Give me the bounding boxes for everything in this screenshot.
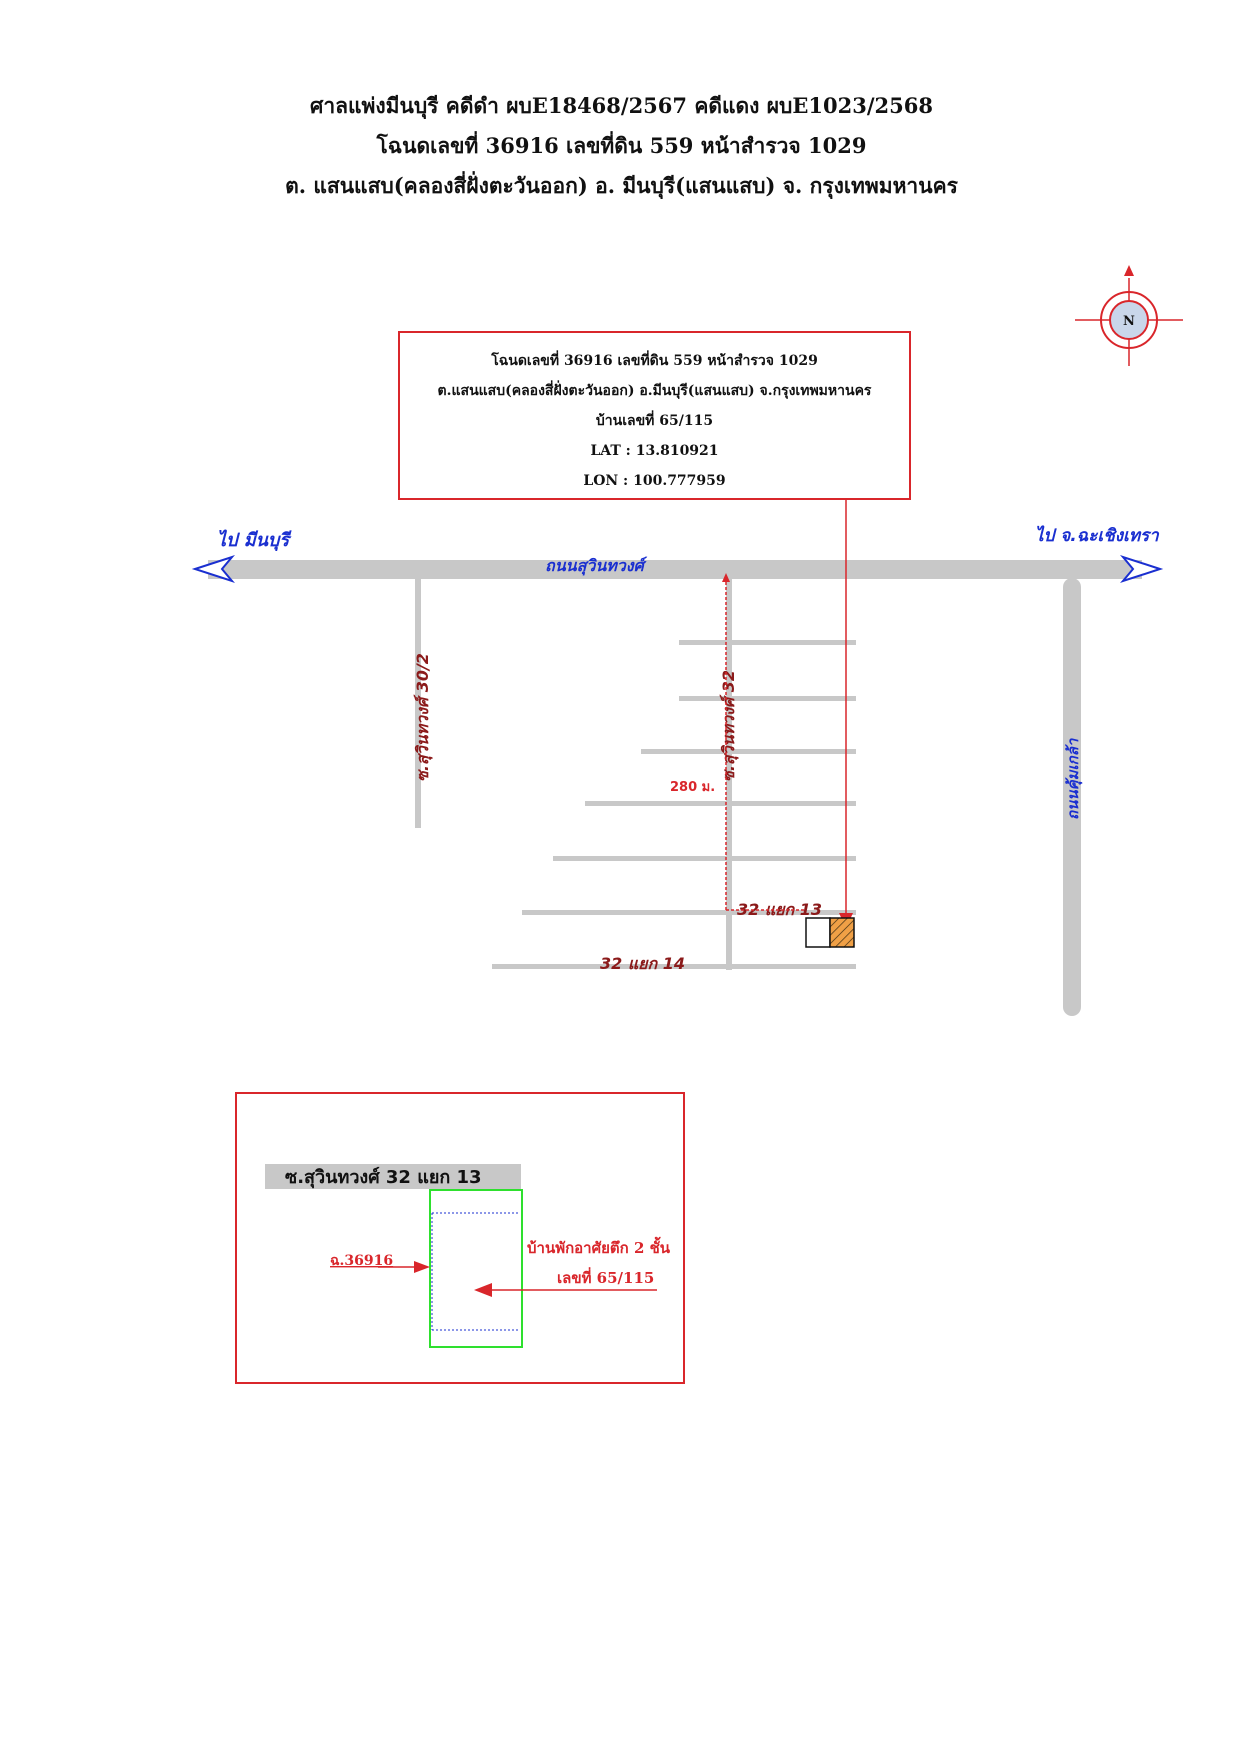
info-line-4: LAT : 13.810921 [590,443,719,459]
info-box: โฉนดเลขที่ 36916 เลขที่ดิน 559 หน้าสำรวจ… [398,331,911,500]
detail-plot [429,1189,523,1348]
label-soi-32: ซ.สุวินทวงศ์ 32 [719,670,739,782]
label-branch-13: 32 แยก 13 [737,900,822,919]
detail-house-line-1: บ้านพักอาศัยตึก 2 ชั้น [527,1236,671,1257]
title-line-3: ต. แสนแสบ(คลองสี่ฝั่งตะวันออก) อ. มีนบุร… [285,173,958,198]
deed-arrow-icon [414,1261,430,1273]
compass-label: N [1123,314,1135,329]
soi-32-network [492,578,856,970]
route-arrow-icon [722,573,730,582]
arrow-right-icon [1120,554,1164,584]
detail-deed-label: ฉ.36916 [330,1253,393,1269]
detail-road-label: ซ.สุวินทวงศ์ 32 แยก 13 [285,1166,482,1189]
main-road [191,554,1164,584]
detail-building [431,1212,520,1331]
label-branch-14: 32 แยก 14 [600,954,685,973]
compass-icon: N [1075,265,1183,366]
label-to-chachoengsao: ไป จ.ฉะเชิงเทรา [1035,525,1160,546]
soi-30-2-road [415,578,421,828]
detail-road-band [265,1164,521,1189]
right-road [1063,578,1081,1016]
label-right-road: ถนนคุ้มเกล้า [1064,737,1083,820]
info-line-5: LON : 100.777959 [583,473,726,489]
house-arrow-icon [474,1283,492,1297]
label-soi-30-2: ซ.สุวินทวงศ์ 30/2 [413,653,433,782]
neighbor-plot [805,917,831,948]
detail-house-line-2: เลขที่ 65/115 [557,1267,654,1287]
detail-box [235,1092,685,1384]
info-line-3: บ้านเลขที่ 65/115 [595,413,714,429]
title-line-1: ศาลแพ่งมีนบุรี คดีดำ ผบE18468/2567 คดีแด… [310,93,933,118]
label-to-minburi: ไป มีนบุรี [217,529,292,552]
label-main-road: ถนนสุวินทวงศ์ [545,556,648,576]
info-line-1: โฉนดเลขที่ 36916 เลขที่ดิน 559 หน้าสำรวจ… [491,353,818,369]
route-path [725,580,804,911]
arrow-left-icon [191,554,235,584]
info-line-2: ต.แสนแสบ(คลองสี่ฝั่งตะวันออก) อ.มีนบุรี(… [437,383,872,399]
target-plot [829,917,855,948]
label-distance: 280 ม. [670,780,715,795]
title-line-2: โฉนดเลขที่ 36916 เลขที่ดิน 559 หน้าสำรวจ… [376,133,867,158]
